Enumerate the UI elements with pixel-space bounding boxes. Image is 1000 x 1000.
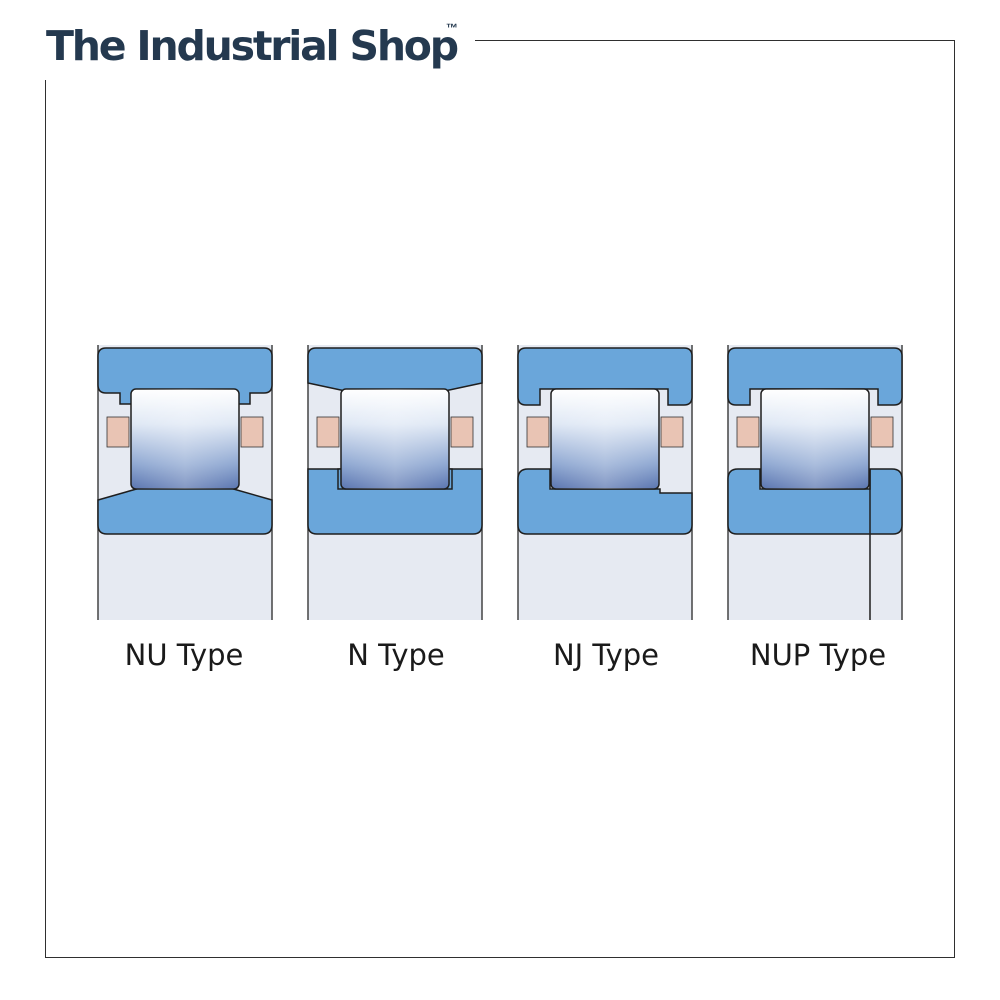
- label-nj-type: NJ Type: [552, 638, 660, 672]
- cage: [736, 416, 760, 448]
- label-n-type: N Type: [347, 638, 445, 672]
- cage: [106, 416, 130, 448]
- bearing-nup: [727, 345, 903, 620]
- border-frame: [45, 40, 955, 958]
- brand-logo: The Industrial Shop: [46, 22, 459, 70]
- trademark-symbol: ™: [446, 21, 458, 35]
- cage: [316, 416, 340, 448]
- inner-ring: [727, 468, 903, 535]
- bearing-n: [307, 345, 483, 620]
- inner-ring: [97, 487, 273, 535]
- cage: [240, 416, 264, 448]
- outer-ring: [517, 347, 693, 406]
- outer-ring: [727, 347, 903, 406]
- cage: [526, 416, 550, 448]
- cage: [450, 416, 474, 448]
- cage: [660, 416, 684, 448]
- logo-background: [30, 14, 475, 80]
- bearing-types-diagram: [97, 345, 903, 620]
- inner-ring: [517, 468, 693, 535]
- label-nu-type: NU Type: [124, 638, 244, 672]
- cage: [870, 416, 894, 448]
- bearing-nu: [97, 345, 273, 620]
- label-nup-type: NUP Type: [749, 638, 887, 672]
- outer-ring: [307, 347, 483, 393]
- bearing-nj: [517, 345, 693, 620]
